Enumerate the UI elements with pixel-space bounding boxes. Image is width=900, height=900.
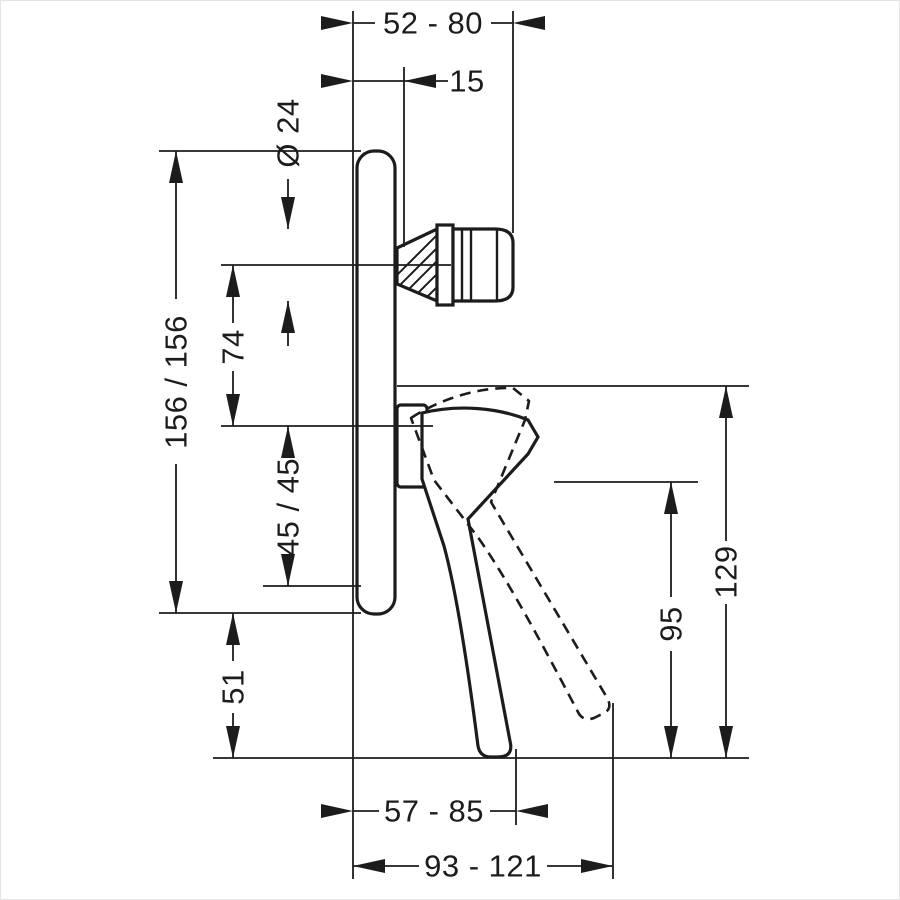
lever-handle-closed [420,406,540,759]
dim-label-plate-height: 156 / 156 [159,315,194,449]
knob-cone-hatching [397,229,437,301]
arrow-icon [281,554,295,586]
arrow-icon [169,151,183,183]
arrow-icon [169,581,183,613]
dimension-arrows [169,16,733,873]
escutcheon-plate [355,149,397,616]
dim-label-wall-offset: 15 [449,64,484,99]
lever-handle-open-dashed [409,386,611,721]
arrow-icon [664,726,678,758]
arrow-icon [281,301,295,333]
arrow-icon [664,482,678,514]
arrow-icon [321,804,353,818]
arrow-icon [719,726,733,758]
arrow-icon [404,74,436,88]
dim-label-below-plate: 51 [216,669,251,704]
extension-lines [159,11,749,879]
dim-label-lever-spacing: 45 / 45 [271,458,306,556]
dim-label-total-drop: 129 [709,545,744,598]
arrow-icon [581,859,613,873]
arrow-icon [226,394,240,426]
arrow-icon [281,426,295,458]
arrow-icon [226,265,240,297]
arrow-icon [516,804,548,818]
arrow-icon [719,386,733,418]
dim-label-knob-to-lever: 74 [216,329,251,364]
control-knob [395,223,515,307]
arrow-icon [353,859,385,873]
dim-label-reach-open: 93 - 121 [424,849,542,884]
dimension-labels: 52 - 80 15 Ø 24 156 / 156 74 45 / 45 51 … [159,6,744,884]
arrow-icon [321,16,353,30]
arrow-icon [513,16,545,30]
arrow-icon [281,197,295,229]
dim-label-depth-range: 52 - 80 [383,6,483,41]
arrow-icon [226,613,240,645]
dim-label-reach-closed: 57 - 85 [384,794,484,829]
arrow-icon [226,726,240,758]
dim-label-knob-diameter: Ø 24 [271,98,306,167]
arrow-icon [321,74,353,88]
dim-label-lever-drop: 95 [654,606,689,641]
